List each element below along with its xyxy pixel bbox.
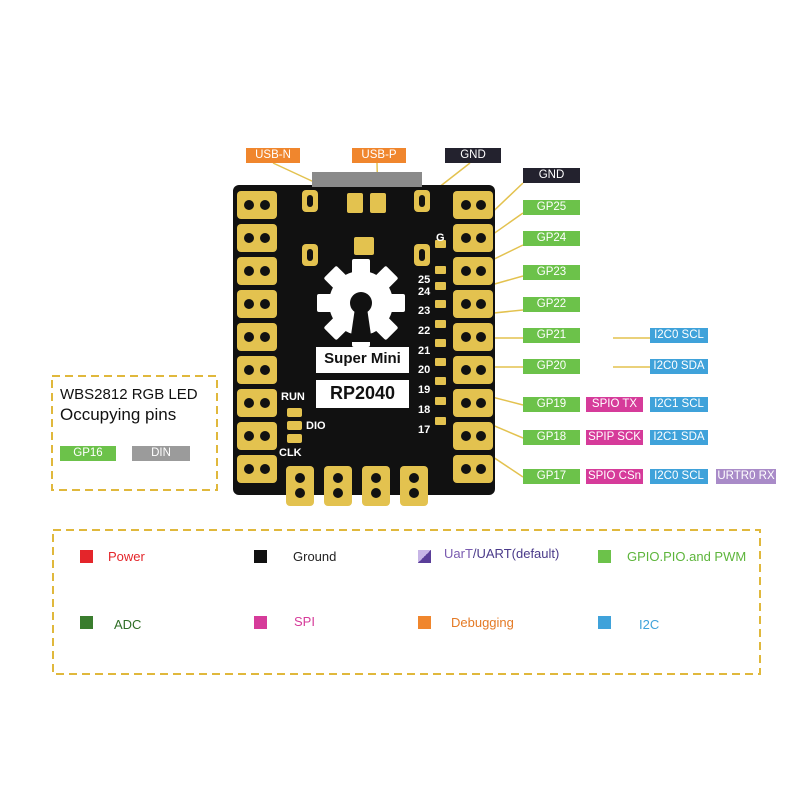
legend-box — [52, 529, 761, 675]
func-label-i2c0-scl-gp17: I2C0 SCL — [650, 469, 708, 484]
func-label-spi-tx-gp19: SPIO TX — [586, 397, 643, 412]
right-num-25: 25 — [418, 274, 431, 286]
func-label-spi-sck-gp18: SPIP SCK — [586, 430, 643, 445]
right-num-19: 19 — [418, 384, 431, 396]
func-label-i2c0-scl-gp21: I2C0 SCL — [650, 328, 708, 343]
board-title-line2: RP2040 — [329, 383, 396, 403]
pad-label-dio: DIO — [306, 420, 326, 432]
right-num-21: 21 — [418, 345, 431, 357]
legend-label-spi: SPI — [294, 614, 315, 629]
func-label-spi-csn-gp17: SPIO CSn — [586, 469, 643, 484]
legend-label-i2c: I2C — [639, 617, 660, 632]
right-num-20: 20 — [418, 364, 431, 376]
pin-label-gp25: GP25 — [523, 200, 580, 215]
led-info-box — [51, 375, 218, 491]
legend-label-uart-a: UarT — [444, 546, 473, 561]
legend-label-power: Power — [108, 549, 145, 564]
right-num-23: 23 — [418, 305, 431, 317]
pad-label-clk: CLK — [279, 447, 302, 459]
right-pads — [453, 191, 493, 483]
bottom-pads — [286, 466, 428, 506]
legend-swatch-adc — [80, 616, 93, 629]
right-num-17: 17 — [418, 424, 431, 436]
pin-label-gp17: GP17 — [523, 469, 580, 484]
func-label-i2c0-sda-gp20: I2C0 SDA — [650, 359, 708, 374]
title-box-top — [316, 347, 409, 373]
left-pads — [237, 191, 277, 483]
top-pad-holes — [307, 195, 425, 261]
right-num-18: 18 — [418, 404, 431, 416]
pin-label-gp22: GP22 — [523, 297, 580, 312]
legend-swatch-uart — [418, 550, 431, 563]
pin-label-gp19: GP19 — [523, 397, 580, 412]
right-num-g: G — [436, 232, 445, 244]
pin-label-gp24: GP24 — [523, 231, 580, 246]
led-info-subtitle: Occupying pins — [60, 405, 177, 424]
legend-swatch-gpio — [598, 550, 611, 563]
pin-label-gp23: GP23 — [523, 265, 580, 280]
func-label-i2c1-sda-gp18: I2C1 SDA — [650, 430, 708, 445]
legend-label-gpio: GPIO.PIO.and PWM — [627, 549, 747, 564]
legend-label-uart-b: /UART(default) — [472, 546, 560, 561]
debug-pads — [287, 408, 302, 443]
board-title-line1: Super Mini — [324, 350, 401, 367]
pin-label-gp21: GP21 — [523, 328, 580, 343]
led-signal-label: DIN — [132, 446, 190, 461]
legend-label-ground: Ground — [293, 549, 337, 564]
legend-swatch-spi — [254, 616, 267, 629]
legend-swatch-ground — [254, 550, 267, 563]
usb-p-label: USB-P — [352, 148, 406, 163]
led-pin-label: GP16 — [60, 446, 116, 461]
right-small-pads — [435, 240, 446, 425]
led-info-title: WBS2812 RGB LED — [60, 386, 198, 403]
right-num-22: 22 — [418, 325, 431, 337]
usb-n-label: USB-N — [246, 148, 300, 163]
right-pad-holes — [461, 200, 486, 474]
right-num-24: 24 — [418, 286, 431, 298]
gnd-top-label: GND — [445, 148, 501, 163]
bottom-pad-holes — [295, 473, 419, 498]
legend-label-adc: ADC — [114, 617, 142, 632]
pin-label-gp18: GP18 — [523, 430, 580, 445]
legend-label-uart: UarT/UART(default) — [444, 546, 559, 561]
pad-label-run: RUN — [281, 391, 305, 403]
legend-swatch-i2c — [598, 616, 611, 629]
legend-swatch-debugging — [418, 616, 431, 629]
func-label-i2c1-scl-gp19: I2C1 SCL — [650, 397, 708, 412]
left-pad-holes — [244, 200, 270, 474]
title-box-bottom — [316, 380, 409, 408]
legend-label-debugging: Debugging — [451, 615, 514, 630]
pin-label-gp20: GP20 — [523, 359, 580, 374]
legend-swatch-power — [80, 550, 93, 563]
pin-label-gnd: GND — [523, 168, 580, 183]
gear-keyhole — [350, 308, 372, 342]
func-label-uart-rx-gp17: URTR0 RX — [716, 469, 776, 484]
usb-connector — [312, 172, 422, 187]
